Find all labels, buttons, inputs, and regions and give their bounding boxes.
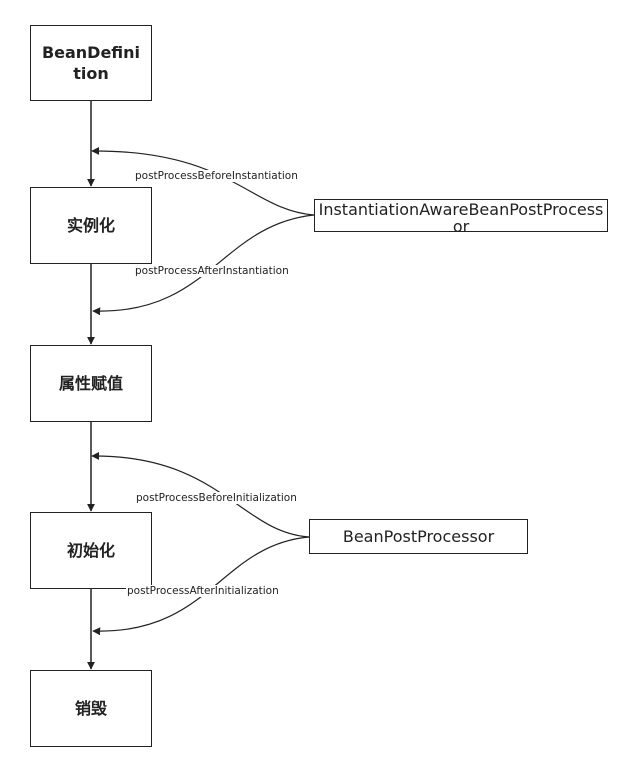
stage-instantiation-label: 实例化 xyxy=(66,216,115,235)
stage-property-assignment: 属性赋值 xyxy=(30,345,152,422)
stage-instantiation: 实例化 xyxy=(30,187,152,264)
processor-bean-post-processor: BeanPostProcessor xyxy=(309,519,528,554)
stage-destruction-label: 销毁 xyxy=(74,699,107,718)
processor-bean-post-processor-label: BeanPostProcessor xyxy=(342,527,495,546)
label-before-instantiation: postProcessBeforeInstantiation xyxy=(134,170,299,182)
label-after-initialization: postProcessAfterInitialization xyxy=(126,585,280,597)
processor-instantiation-aware: InstantiationAwareBeanPostProcessor xyxy=(314,199,608,232)
stage-property-assignment-label: 属性赋值 xyxy=(58,374,123,393)
stage-bean-definition-label: BeanDefinition xyxy=(41,43,141,83)
label-after-instantiation: postProcessAfterInstantiation xyxy=(134,265,290,277)
stage-bean-definition: BeanDefinition xyxy=(30,25,152,101)
stage-destruction: 销毁 xyxy=(30,670,152,747)
label-before-initialization: postProcessBeforeInitialization xyxy=(135,492,298,504)
stage-initialization-label: 初始化 xyxy=(66,541,115,560)
processor-instantiation-aware-label: InstantiationAwareBeanPostProcessor xyxy=(318,200,604,232)
stage-initialization: 初始化 xyxy=(30,512,152,589)
